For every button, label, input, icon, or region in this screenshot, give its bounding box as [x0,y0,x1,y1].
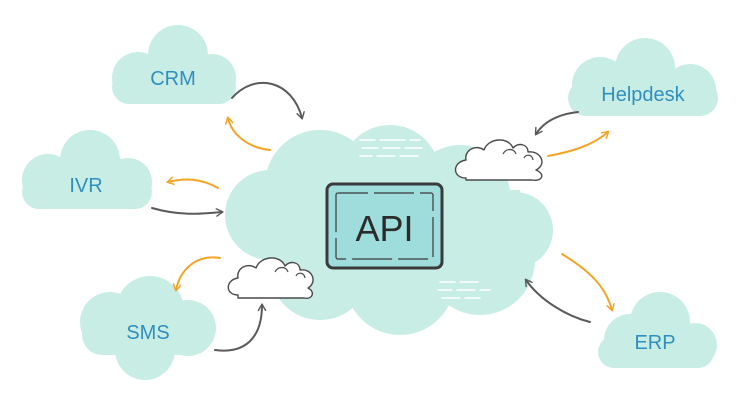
cloud-erp [598,292,717,368]
helpdesk-label: Helpdesk [601,84,685,106]
arrow-crm-to-api [231,81,305,120]
api-label: API [355,208,413,249]
cloud-sms [80,276,216,380]
arrow-api-to-sms [172,256,221,292]
cloud-ivr [22,130,152,209]
cloud-crm [112,25,236,104]
ivr-label: IVR [69,175,102,197]
cloud-helpdesk [568,38,718,116]
connection-arrows [151,81,615,352]
erp-label: ERP [634,332,675,354]
arrow-erp-to-api [524,278,591,323]
arrow-api-to-ivr [166,176,219,189]
central-cloud-dashes [359,139,491,299]
arrow-helpdesk-to-api [534,111,579,136]
small-cloud-right [454,139,543,182]
arrow-api-to-crm [224,116,271,151]
arrow-sms-to-api [214,303,267,352]
small-cloud-left [227,257,314,300]
arrow-ivr-to-api [151,207,224,217]
arrow-api-to-erp [561,253,615,312]
api-box: API [325,182,444,270]
crm-label: CRM [150,68,196,90]
sms-label: SMS [126,322,169,344]
arrow-api-to-helpdesk [547,130,610,157]
